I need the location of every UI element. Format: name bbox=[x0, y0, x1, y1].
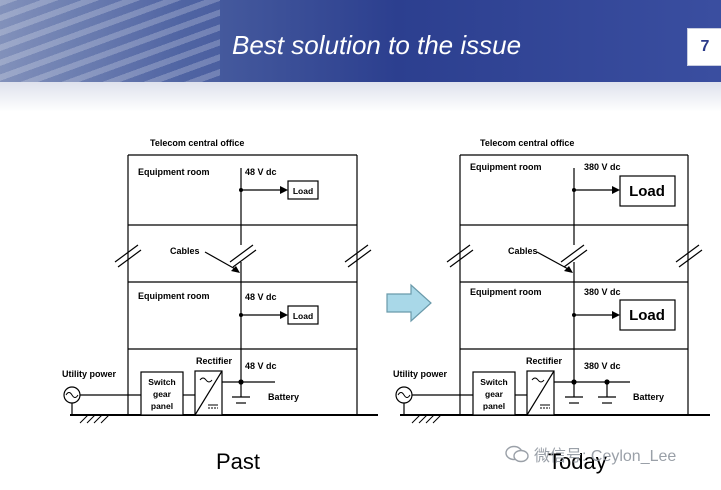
ac-wave-icon bbox=[199, 377, 213, 383]
today-office-label: Telecom central office bbox=[480, 138, 574, 148]
past-battery-label: Battery bbox=[268, 392, 299, 402]
today-voltage-bottom: 380 V dc bbox=[584, 361, 621, 371]
today-voltage-mid: 380 V dc bbox=[584, 287, 621, 297]
today-switch-line3: panel bbox=[483, 401, 505, 411]
page-number: 7 bbox=[687, 28, 721, 66]
today-voltage-top: 380 V dc bbox=[584, 162, 621, 172]
past-load-mid-box bbox=[287, 305, 319, 325]
slide-title: Best solution to the issue bbox=[232, 30, 522, 60]
today-load-top: Load bbox=[629, 183, 665, 200]
past-room1-label: Equipment room bbox=[138, 167, 210, 177]
keyboard-graphic bbox=[0, 0, 220, 82]
ac-wave-icon bbox=[531, 377, 545, 383]
past-voltage-bottom: 48 V dc bbox=[245, 361, 277, 371]
past-voltage-mid: 48 V dc bbox=[245, 292, 277, 302]
today-utility-label: Utility power bbox=[393, 369, 448, 379]
today-load-top-box bbox=[619, 175, 676, 207]
past-rectifier-label: Rectifier bbox=[196, 356, 233, 366]
today-switch-line1: Switch bbox=[480, 377, 507, 387]
past-caption: Past bbox=[216, 449, 261, 474]
past-switch-line3: panel bbox=[151, 401, 173, 411]
today-load-mid: Load bbox=[629, 307, 665, 324]
utility-source-icon bbox=[397, 392, 411, 398]
transition-arrow bbox=[386, 283, 432, 323]
today-switch-line2: gear bbox=[485, 389, 504, 399]
today-cables-label: Cables bbox=[508, 246, 538, 256]
past-office-label: Telecom central office bbox=[150, 138, 244, 148]
banner-shadow bbox=[0, 82, 721, 112]
today-rectifier-label: Rectifier bbox=[526, 356, 563, 366]
wechat-icon bbox=[505, 445, 529, 463]
past-utility-label: Utility power bbox=[62, 369, 117, 379]
today-caption: Today bbox=[548, 449, 607, 474]
past-load-top: Load bbox=[293, 186, 313, 196]
watermark: 微信号: Ceylon_Lee bbox=[534, 448, 677, 465]
past-room2-label: Equipment room bbox=[138, 291, 210, 301]
utility-source-icon bbox=[65, 392, 79, 398]
today-room2-label: Equipment room bbox=[470, 287, 542, 297]
today-load-mid-box bbox=[619, 299, 676, 331]
past-voltage-top: 48 V dc bbox=[245, 167, 277, 177]
past-load-top-box bbox=[287, 180, 319, 200]
past-cables-label: Cables bbox=[170, 246, 200, 256]
past-load-mid: Load bbox=[293, 311, 313, 321]
right-arrow-icon bbox=[386, 283, 432, 323]
today-battery-label: Battery bbox=[633, 392, 664, 402]
title-banner bbox=[0, 0, 721, 82]
past-switch-line2: gear bbox=[153, 389, 172, 399]
today-room1-label: Equipment room bbox=[470, 162, 542, 172]
past-switch-line1: Switch bbox=[148, 377, 175, 387]
